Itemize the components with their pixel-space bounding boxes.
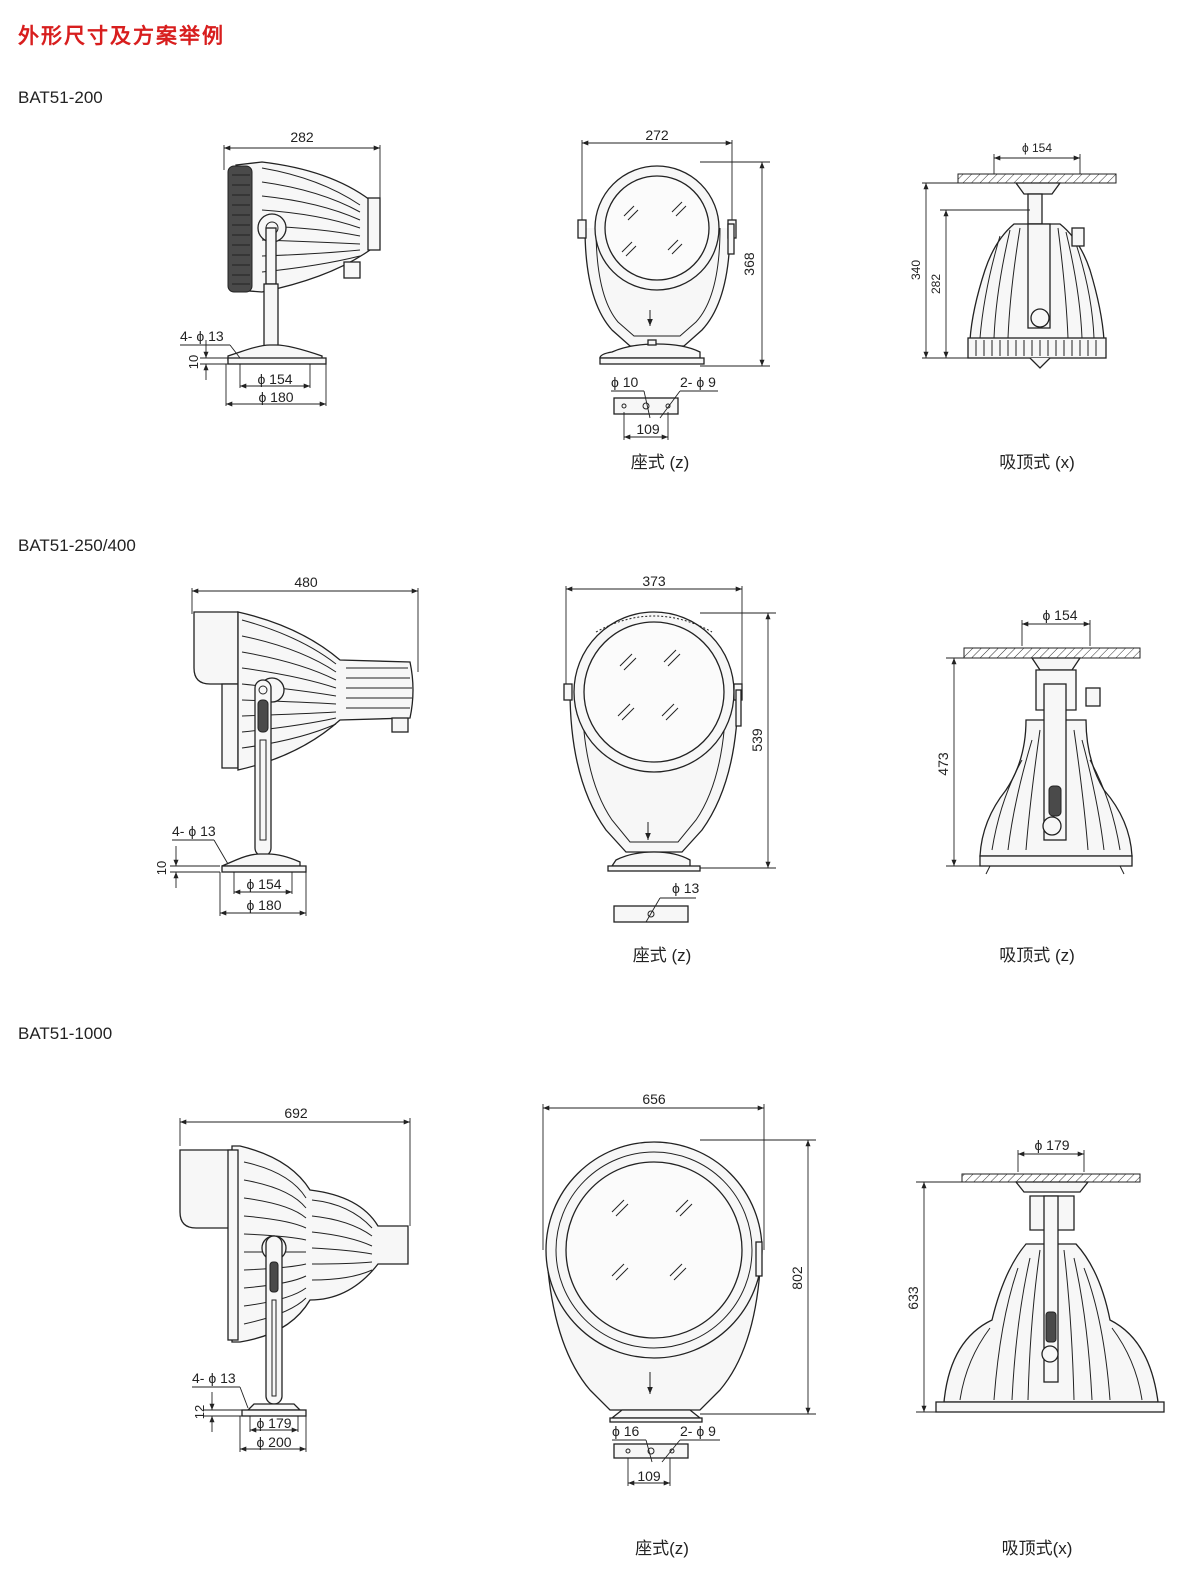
dim-outer-diameter: ϕ 180 [246, 897, 281, 913]
dim-width: 373 [642, 573, 666, 589]
ceiling-view-1000: ϕ 179 633 吸顶式(x) [905, 1137, 1165, 1558]
dim-width: 480 [294, 574, 318, 590]
dim-width: 656 [642, 1091, 666, 1107]
dim-plate: ϕ 154 [1022, 141, 1052, 155]
dim-height: 539 [749, 728, 765, 752]
ceiling-view-250-400: ϕ 154 473 吸顶式 (z) [935, 607, 1141, 965]
front-view-1000: 656 802 ϕ 16 2- ϕ 9 109 座式(z) [542, 1091, 816, 1558]
front-view-250-400: 373 539 ϕ 13 座式 (z) [563, 573, 776, 965]
dim-plate: ϕ 154 [1042, 607, 1077, 623]
model-label-1000: BAT51-1000 [18, 1024, 113, 1043]
page-title: 外形尺寸及方案举例 [18, 24, 225, 48]
dim-width-200: 272 [645, 127, 669, 143]
dim-base-height: 10 [154, 861, 169, 875]
dim-inner-diameter: ϕ 154 [257, 371, 292, 387]
dim-center-hole: ϕ 16 [612, 1423, 640, 1439]
dim-base-height: 10 [186, 355, 201, 369]
dim-center-hole: ϕ 10 [611, 374, 639, 390]
caption-seat: 座式 (z) [631, 453, 690, 472]
dim-hole-spacing: 109 [637, 1468, 661, 1484]
front-view-200: 373 272 368 ϕ 10 2- ϕ 9 109 座式 (z) [577, 127, 770, 472]
caption-ceiling: 吸顶式(x) [1002, 1539, 1073, 1558]
dim-side-holes: 2- ϕ 9 [680, 374, 716, 390]
dim-width: 282 [290, 129, 314, 145]
model-label-250-400: BAT51-250/400 [18, 536, 136, 555]
ceiling-view-200: ϕ 154 340 282 吸顶式 (x) [909, 141, 1117, 472]
dim-base-height: 12 [192, 1405, 207, 1419]
dim-outer-diameter: ϕ 180 [258, 389, 293, 405]
dim-side-holes: 2- ϕ 9 [680, 1423, 716, 1439]
side-view-1000: 692 ϕ 179 ϕ 200 4- ϕ 13 12 [179, 1105, 411, 1452]
caption-seat: 座式(z) [635, 1539, 689, 1558]
dim-holes: 4- ϕ 13 [192, 1370, 236, 1386]
caption-ceiling: 吸顶式 (z) [999, 946, 1075, 965]
dim-width: 692 [284, 1105, 308, 1121]
side-view-200: 282 ϕ 154 ϕ 180 4- ϕ 13 10 [180, 129, 381, 407]
dim-total-height: 473 [935, 752, 951, 776]
dim-height: 368 [741, 252, 757, 276]
dim-body-height: 282 [929, 274, 943, 294]
dim-holes: 4- ϕ 13 [180, 328, 224, 344]
dim-height: 802 [789, 1266, 805, 1290]
dim-total-height: 340 [909, 260, 923, 280]
side-view-250-400: 480 ϕ 154 ϕ 180 4- ϕ 13 10 [154, 574, 419, 916]
caption-seat: 座式 (z) [633, 946, 692, 965]
dim-inner-diameter: ϕ 154 [246, 876, 281, 892]
dim-holes: 4- ϕ 13 [172, 823, 216, 839]
dim-center-hole: ϕ 13 [672, 880, 700, 896]
dim-total-height: 633 [905, 1286, 921, 1310]
dim-outer-diameter: ϕ 200 [256, 1434, 291, 1450]
caption-ceiling: 吸顶式 (x) [999, 453, 1075, 472]
dim-hole-spacing: 109 [636, 421, 660, 437]
dim-plate: ϕ 179 [1034, 1137, 1069, 1153]
dim-inner-diameter: ϕ 179 [256, 1415, 291, 1431]
model-label-200: BAT51-200 [18, 88, 103, 107]
